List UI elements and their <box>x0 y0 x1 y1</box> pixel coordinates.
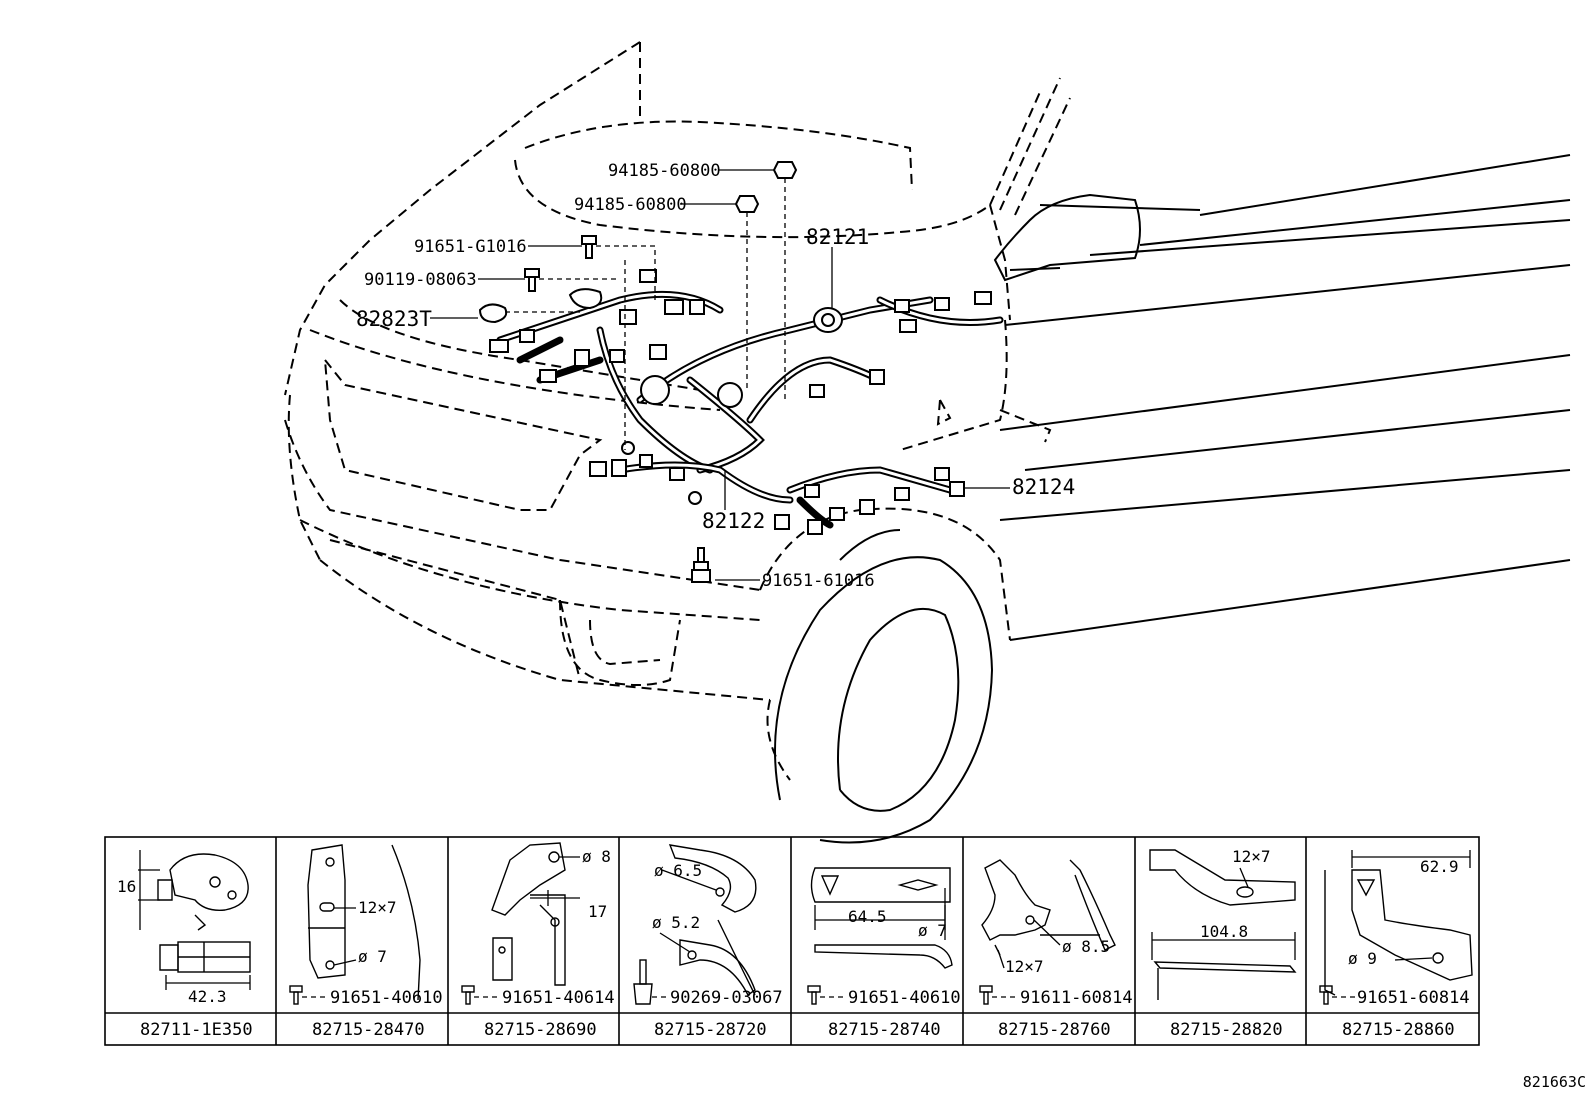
callout-harness-82124: 82124 <box>1012 475 1075 499</box>
dim-phi-5-2: ø 5.2 <box>652 913 700 932</box>
callout-bolt-61016: 91651-61016 <box>762 571 875 591</box>
dim-12x7: 12×7 <box>358 898 397 917</box>
part-number-6: 82715-28760 <box>998 1020 1111 1040</box>
fastener-2: 91651-40610 <box>330 988 443 1008</box>
fastener-4: 90269-03067 <box>670 988 783 1008</box>
callout-harness-82122: 82122 <box>702 509 765 533</box>
dim-phi-7: ø 7 <box>358 947 387 966</box>
leader-lines <box>430 169 1010 581</box>
dim-62-9: 62.9 <box>1420 857 1459 876</box>
part-cell-82715-28860: 62.9 ø 9 91651-60814 82715-28860 <box>1319 850 1473 1040</box>
dim-42-3: 42.3 <box>188 987 227 1006</box>
part-cell-82715-28760: ø 8.5 12×7 91611-60814 82715-28760 <box>979 859 1133 1040</box>
callout-bolt-g1016: 91651-G1016 <box>414 237 527 257</box>
part-cell-82715-28740: 64.5 ø 7 91651-40610 82715-28740 <box>807 867 961 1040</box>
reference-code: 821663C <box>1522 1073 1586 1091</box>
fastener-8: 91651-60814 <box>1357 988 1470 1008</box>
fastener-6: 91611-60814 <box>1020 988 1133 1008</box>
part-number-1: 82711-1E350 <box>140 1020 253 1040</box>
part-cell-82715-28690: ø 8 17 91651-40614 82715-28690 <box>461 842 615 1040</box>
dim-phi-9: ø 9 <box>1348 949 1377 968</box>
engine-harness <box>478 288 1004 529</box>
part-cell-82711-1e350: 16 42.3 82711-1E350 <box>117 850 253 1040</box>
callout-nut-2: 94185-60800 <box>574 195 687 215</box>
callout-nut-1: 94185-60800 <box>608 161 721 181</box>
dim-phi-8: ø 8 <box>582 847 611 866</box>
front-wheel <box>774 529 994 844</box>
callout-clamp-82823t: 82823T <box>356 307 432 331</box>
part-number-8: 82715-28860 <box>1342 1020 1455 1040</box>
callout-bolt-08063: 90119-08063 <box>364 270 477 290</box>
body-side <box>993 154 1571 641</box>
part-cell-82715-28720: ø 6.5 ø 5.2 90269-03067 82715-28720 <box>633 844 783 1040</box>
part-cell-82715-28820: 12×7 104.8 82715-28820 <box>1149 847 1297 1040</box>
part-cell-82715-28470: 12×7 ø 7 91651-40610 82715-28470 <box>289 844 443 1040</box>
vehicle-outline <box>284 41 1071 781</box>
part-number-7: 82715-28820 <box>1170 1020 1283 1040</box>
part-number-3: 82715-28690 <box>484 1020 597 1040</box>
dim-104-8: 104.8 <box>1200 922 1248 941</box>
part-number-5: 82715-28740 <box>828 1020 941 1040</box>
part-number-2: 82715-28470 <box>312 1020 425 1040</box>
callout-labels: 94185-60800 94185-60800 91651-G1016 9011… <box>356 161 1075 591</box>
part-number-4: 82715-28720 <box>654 1020 767 1040</box>
dim-17: 17 <box>588 902 607 921</box>
dim-64-5: 64.5 <box>848 907 887 926</box>
dim-12x7-b: 12×7 <box>1005 957 1044 976</box>
main-view-fasteners <box>524 161 798 583</box>
dim-phi-6-5: ø 6.5 <box>654 861 702 880</box>
fastener-3: 91651-40614 <box>502 988 615 1008</box>
dim-16: 16 <box>117 877 136 896</box>
dim-12x7-c: 12×7 <box>1232 847 1271 866</box>
fastener-5: 91651-40610 <box>848 988 961 1008</box>
parts-table <box>104 836 1480 1046</box>
dim-phi-8-5: ø 8.5 <box>1062 937 1110 956</box>
dim-phi-7-b: ø 7 <box>918 921 947 940</box>
harness-connectors <box>489 269 992 535</box>
callout-harness-82121: 82121 <box>806 225 869 249</box>
